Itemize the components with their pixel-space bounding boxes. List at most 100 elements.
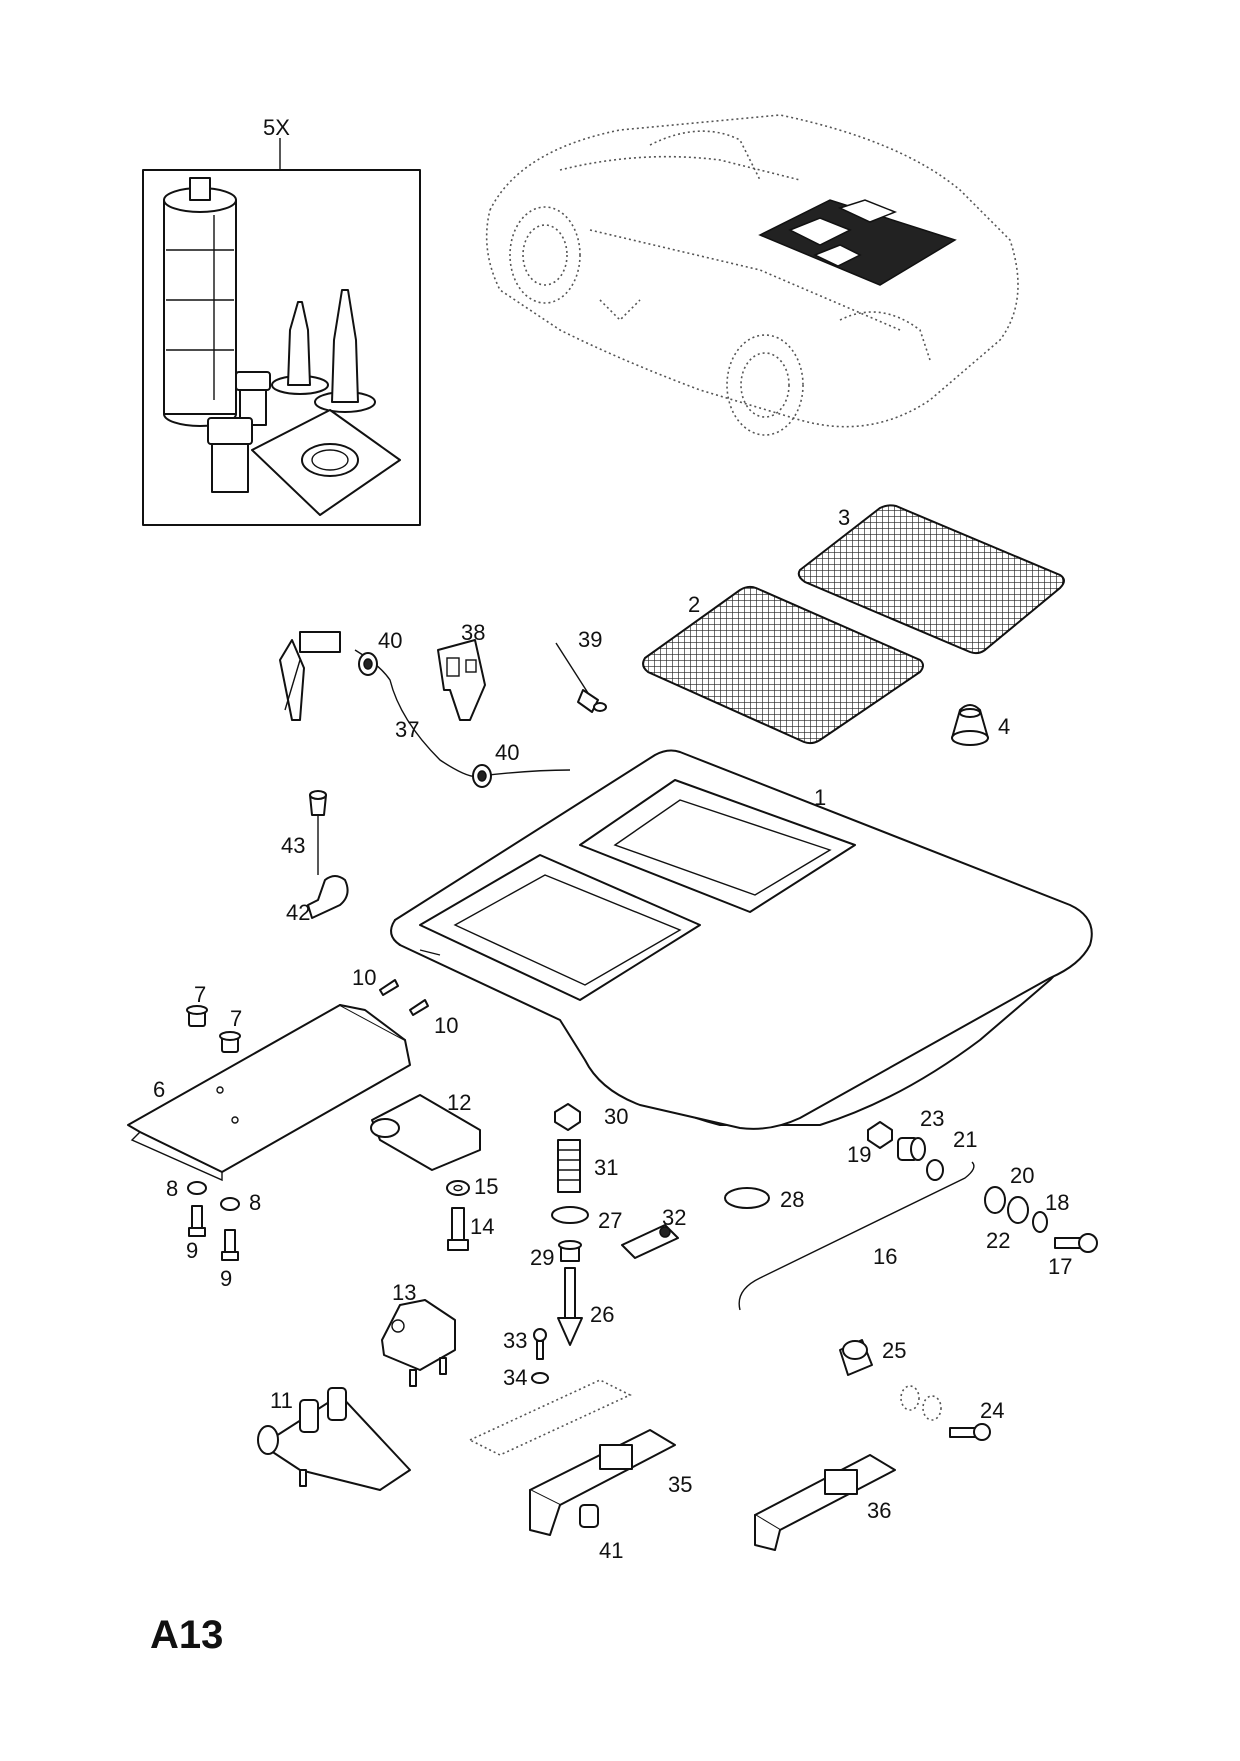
callout-43: 43 (281, 833, 305, 858)
washer-15 (446, 1180, 470, 1196)
wiring-harness-37 (279, 631, 571, 778)
sealant-cartridge (163, 177, 237, 427)
bush-23 (897, 1137, 926, 1161)
rivet-43 (309, 790, 327, 875)
support-rod-16 (738, 1161, 975, 1311)
callout-36: 36 (867, 1498, 891, 1523)
callout-31: 31 (594, 1155, 618, 1180)
callout-26: 26 (590, 1302, 614, 1327)
callout-29: 29 (530, 1245, 554, 1270)
callout-30: 30 (604, 1104, 628, 1129)
washer-34 (531, 1372, 549, 1384)
callout-17: 17 (1048, 1254, 1072, 1279)
callout-32: 32 (662, 1205, 686, 1230)
callout-24: 24 (980, 1398, 1004, 1423)
callout-42: 42 (286, 900, 310, 925)
roof-panel-2 (642, 585, 924, 745)
callout-28: 28 (780, 1187, 804, 1212)
roof-panel-3 (797, 504, 1065, 655)
callout-19: 19 (847, 1142, 871, 1167)
highlighted-roof-panels (758, 199, 957, 286)
hinge-12 (370, 1094, 481, 1171)
callout-18: 18 (1045, 1190, 1069, 1215)
bolt-9-a (188, 1205, 206, 1237)
callout-22: 22 (986, 1228, 1010, 1253)
washer-20 (984, 1186, 1006, 1214)
ghost-washers (900, 1385, 942, 1421)
bolt-9-b (221, 1229, 239, 1261)
bolt-24 (949, 1423, 991, 1441)
callout-10b: 10 (434, 1013, 458, 1038)
callout-3: 3 (838, 505, 850, 530)
applicator-pouch (251, 409, 401, 516)
callout-6: 6 (153, 1077, 165, 1102)
cap-4 (951, 704, 989, 746)
callout-10a: 10 (352, 965, 376, 990)
washer-21 (926, 1159, 944, 1181)
callout-37: 37 (395, 717, 419, 742)
clamp-25 (839, 1339, 873, 1376)
plug-28 (724, 1187, 770, 1209)
spring-31 (557, 1139, 581, 1193)
roadster-silhouette (485, 114, 1019, 436)
page-code: A13 (150, 1613, 223, 1657)
callout-8b: 8 (249, 1190, 261, 1215)
nut-7-a (186, 1005, 208, 1027)
nut-30 (554, 1103, 581, 1131)
sealant-kit-box (142, 138, 421, 526)
plate-ghost (468, 1379, 632, 1456)
nut-29 (558, 1240, 582, 1262)
callout-23: 23 (920, 1106, 944, 1131)
callout-9b: 9 (220, 1266, 232, 1291)
callout-27: 27 (598, 1208, 622, 1233)
callout-16: 16 (873, 1244, 897, 1269)
bolt-17 (1054, 1233, 1098, 1253)
callout-21: 21 (953, 1127, 977, 1152)
clip-32 (621, 1224, 679, 1259)
callout-34: 34 (503, 1365, 527, 1390)
washer-18 (1032, 1211, 1048, 1233)
callout-7a: 7 (194, 982, 206, 1007)
callout-13: 13 (392, 1280, 416, 1305)
washer-22 (1007, 1196, 1029, 1224)
hinge-13 (381, 1299, 456, 1387)
nut-7-b (219, 1031, 241, 1053)
callout-2: 2 (688, 592, 700, 617)
callout-33: 33 (503, 1328, 527, 1353)
callout-4: 4 (998, 714, 1010, 739)
callout-14: 14 (470, 1214, 494, 1239)
hinge-11 (257, 1387, 411, 1491)
callout-20: 20 (1010, 1163, 1034, 1188)
callout-11: 11 (270, 1388, 293, 1413)
primer-bottles (207, 371, 271, 493)
sealant-nozzles (271, 289, 376, 413)
bracket-38 (437, 639, 486, 721)
grommet-40-lower (472, 764, 492, 788)
grommet-40-upper (358, 652, 378, 676)
rivet-39 (555, 642, 607, 713)
hardtop-shell-1 (390, 749, 1093, 1130)
callout-40b: 40 (495, 740, 519, 765)
nut-19 (867, 1121, 893, 1149)
callout-41: 41 (599, 1538, 623, 1563)
callout-40a: 40 (378, 628, 402, 653)
p-clip-42 (307, 875, 349, 919)
lock-plate-35 (529, 1429, 676, 1536)
bush-41 (579, 1504, 599, 1528)
washer-8-a (187, 1181, 207, 1195)
bolt-14 (447, 1207, 469, 1251)
washer-27 (551, 1206, 589, 1224)
callout-39: 39 (578, 627, 602, 652)
callout-12: 12 (447, 1090, 471, 1115)
screw-10-a (379, 979, 399, 996)
callout-7b: 7 (230, 1006, 242, 1031)
washer-8-b (220, 1197, 240, 1211)
striker-pin-26 (557, 1267, 583, 1346)
callout-9a: 9 (186, 1238, 198, 1263)
callout-38: 38 (461, 620, 485, 645)
callout-25: 25 (882, 1338, 906, 1363)
screw-10-b (409, 999, 429, 1016)
tray-6 (127, 1004, 411, 1182)
callout-35: 35 (668, 1472, 692, 1497)
